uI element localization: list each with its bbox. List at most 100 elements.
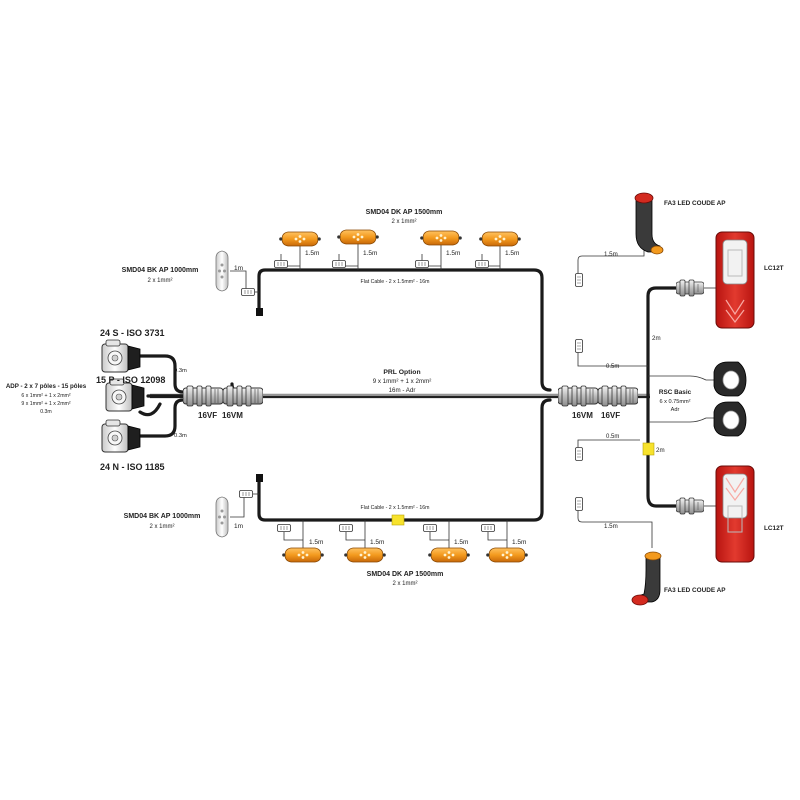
smd-bottom-drop-2 bbox=[339, 520, 386, 563]
smd-bk-top-spec: 2 x 1mm² bbox=[147, 278, 172, 284]
amber-marker-lamp bbox=[337, 229, 379, 245]
adp-line-1: 6 x 1mm² + 1 x 2mm² bbox=[21, 393, 70, 399]
smd-top-length-2: 1.5m bbox=[363, 250, 377, 257]
lc12t-top-lamp bbox=[715, 231, 755, 329]
flat-cable-bottom-label: Flat Cable - 2 x 1.5mm² - 16m bbox=[361, 505, 430, 511]
smd-top-drop-3 bbox=[415, 230, 462, 270]
right-connector-group bbox=[558, 385, 638, 407]
iso-24s-label: 24 S - ISO 3731 bbox=[100, 328, 165, 338]
smd-bottom-length-4: 1.5m bbox=[512, 539, 526, 546]
smd-top-title: SMD04 DK AP 1500mm bbox=[366, 209, 443, 216]
connector-16vf-right-label: 16VF bbox=[601, 411, 620, 420]
iso-24n-label: 24 N - ISO 1185 bbox=[100, 462, 165, 472]
fa3-top-length: 1.5m bbox=[604, 251, 618, 258]
smd-top-drop-4 bbox=[475, 231, 521, 270]
smd-bk-top-title: SMD04 BK AP 1000mm bbox=[122, 267, 199, 274]
lc12t-top-length: 2m bbox=[652, 335, 661, 342]
prl-length: 16m - Adr bbox=[389, 387, 416, 394]
smd-top-length-4: 1.5m bbox=[505, 250, 519, 257]
white-marker-lamp bbox=[215, 496, 229, 538]
fa3-bottom-length: 1.5m bbox=[604, 523, 618, 530]
flat-cable-bottom bbox=[256, 398, 552, 526]
smd-bottom-title: SMD04 DK AP 1500mm bbox=[367, 571, 444, 578]
yellow-marker-band bbox=[642, 442, 655, 456]
connector-16vf-left-label: 16VF bbox=[198, 411, 217, 420]
right-branches bbox=[575, 240, 716, 548]
cable-end-cap bbox=[256, 308, 263, 316]
smd-bk-bottom-title: SMD04 BK AP 1000mm bbox=[124, 513, 201, 520]
smd-bottom-spec: 2 x 1mm² bbox=[392, 581, 417, 587]
connector-16vf-right-icon bbox=[598, 385, 638, 407]
plug-icon bbox=[575, 497, 583, 511]
adp-title: ADP - 2 x 7 pôles - 15 pôles bbox=[6, 383, 87, 390]
rsc-top-lamp bbox=[713, 361, 747, 397]
smd-bk-top-length: 1m bbox=[234, 265, 243, 272]
flat-cable-top-label: Flat Cable - 2 x 1.5mm² - 16m bbox=[361, 279, 430, 285]
smd-bottom-length-1: 1.5m bbox=[309, 539, 323, 546]
smd-top-length-3: 1.5m bbox=[446, 250, 460, 257]
amber-marker-lamp bbox=[428, 547, 470, 563]
amber-marker-lamp bbox=[486, 547, 528, 563]
amber-marker-lamp bbox=[479, 231, 521, 247]
plug-icon bbox=[575, 447, 583, 461]
rsc-adr: Adr bbox=[671, 407, 680, 413]
connector-16vf-left-icon bbox=[183, 385, 223, 407]
adp-length-bottom: 0.3m bbox=[174, 433, 187, 439]
prl-spec: 9 x 1mm² + 1 x 2mm² bbox=[373, 378, 432, 385]
rsc-length-top: 0.5m bbox=[606, 364, 619, 370]
connector-16vm-left-label: 16VM bbox=[222, 411, 243, 420]
plug-icon bbox=[241, 288, 255, 296]
smd-bk-bottom-spec: 2 x 1mm² bbox=[149, 524, 174, 530]
smd-bk-top-group bbox=[215, 250, 259, 296]
smd-top-length-1: 1.5m bbox=[305, 250, 319, 257]
amber-marker-lamp bbox=[420, 230, 462, 246]
adp-line-2: 9 x 1mm² + 1 x 2mm² bbox=[21, 401, 70, 407]
yellow-marker-band bbox=[391, 514, 405, 526]
smd-bottom-drop-1 bbox=[277, 520, 324, 563]
socket-24s-icon bbox=[101, 339, 141, 373]
smd-top-drop-1 bbox=[274, 231, 321, 270]
iso-15p-label: 15 P - ISO 12098 bbox=[96, 375, 165, 385]
smd-bottom-group bbox=[277, 520, 528, 563]
plug-icon bbox=[575, 273, 583, 287]
amber-marker-lamp bbox=[344, 547, 386, 563]
fa3-bottom-lamp bbox=[631, 551, 662, 606]
connector-16vm-right-label: 16VM bbox=[572, 411, 593, 420]
white-marker-lamp bbox=[215, 250, 229, 292]
plug-icon bbox=[575, 339, 583, 353]
smd-top-spec: 2 x 1mm² bbox=[391, 219, 416, 225]
connector-lc12t-bottom-icon bbox=[676, 497, 704, 515]
rsc-title: RSC Basic bbox=[659, 389, 692, 396]
connector-16vm-right-icon bbox=[558, 385, 598, 407]
smd-top-group bbox=[274, 229, 521, 270]
plug-icon bbox=[239, 490, 253, 498]
fa3-top-label: FA3 LED COUDE AP bbox=[664, 200, 726, 207]
lc12t-bottom-label: LC12T bbox=[764, 525, 784, 532]
smd-top-drop-2 bbox=[332, 229, 379, 270]
lc12t-top-label: LC12T bbox=[764, 265, 784, 272]
lc12t-bottom-lamp bbox=[715, 465, 755, 563]
smd-bottom-length-2: 1.5m bbox=[370, 539, 384, 546]
adapter-group bbox=[101, 339, 263, 453]
fa3-bottom-label: FA3 LED COUDE AP bbox=[664, 587, 726, 594]
rsc-length-bottom: 0.5m bbox=[606, 434, 619, 440]
smd-bottom-drop-3 bbox=[423, 520, 470, 563]
prl-title: PRL Option bbox=[383, 369, 420, 376]
smd-bottom-drop-4 bbox=[481, 520, 528, 563]
fa3-top-lamp bbox=[634, 192, 664, 255]
smd-bk-bottom-length: 1m bbox=[234, 523, 243, 530]
amber-marker-lamp bbox=[279, 231, 321, 247]
adp-length-top: 0.3m bbox=[174, 368, 187, 374]
smd-bottom-length-3: 1.5m bbox=[454, 539, 468, 546]
smd-bk-bottom-group bbox=[215, 490, 259, 538]
adp-line-3: 0.3m bbox=[40, 409, 52, 415]
connector-16vm-left-icon bbox=[223, 385, 263, 407]
rsc-bottom-lamp bbox=[713, 401, 747, 437]
connector-lc12t-top-icon bbox=[676, 279, 704, 297]
amber-marker-lamp bbox=[282, 547, 324, 563]
cable-end-cap bbox=[256, 474, 263, 482]
socket-24n-icon bbox=[101, 419, 141, 453]
rsc-spec: 6 x 0.75mm² bbox=[659, 399, 690, 405]
lc12t-bottom-length: 2m bbox=[656, 447, 665, 454]
